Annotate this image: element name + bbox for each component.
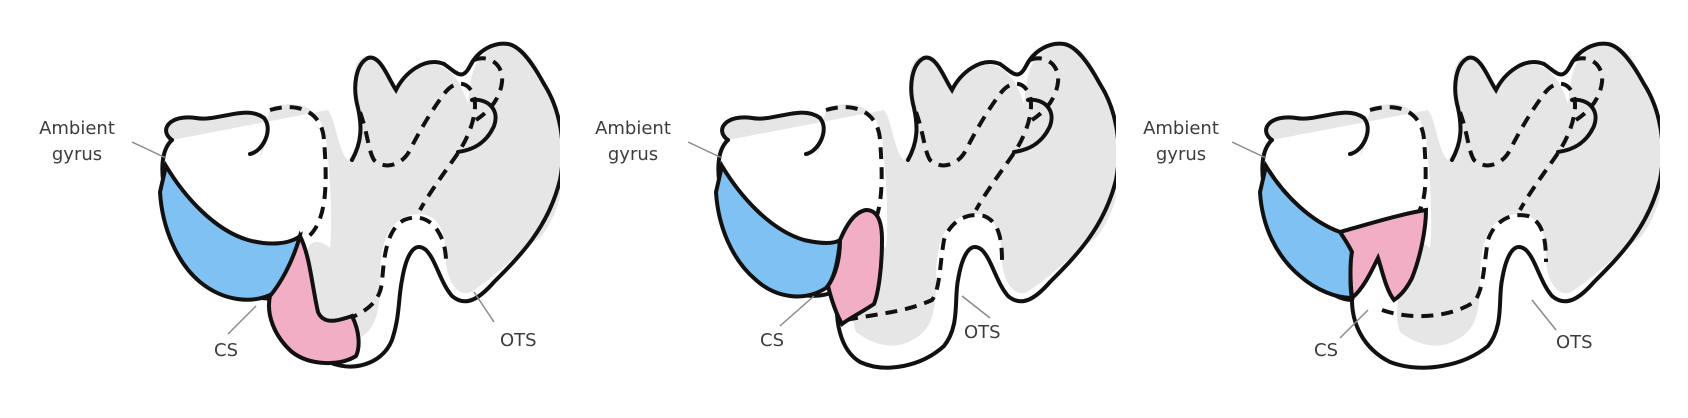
ots-pointer [961,295,991,319]
ambient-pointer [687,141,723,159]
ots-label: OTS [500,330,537,351]
panel-1-drawing [131,41,560,369]
ambient-label-line2: gyrus [51,144,103,165]
blue-region [157,160,303,302]
ambient-gyrus-label: Ambient gyrus [1126,116,1236,168]
cortex-outline [716,41,1116,370]
ambient-gyrus-label: Ambient gyrus [578,116,688,168]
cs-label: CS [214,340,238,361]
cortex-outline [160,41,560,369]
panel-2-drawing [687,41,1116,370]
ots-label: OTS [964,322,1001,343]
ambient-gyrus-label: Ambient gyrus [22,116,132,168]
ambient-label-line1: Ambient [1143,118,1219,139]
cs-label: CS [760,330,784,351]
ambient-pointer [1231,141,1267,159]
pink-region [267,230,361,366]
pink-region [825,207,885,327]
cortex-outline [1260,41,1660,370]
ambient-label-line2: gyrus [1155,144,1207,165]
pink-region [1336,207,1429,303]
ambient-label-line2: gyrus [607,144,659,165]
cs-pointer [227,305,257,335]
ambient-label-line1: Ambient [595,118,671,139]
cs-label: CS [1314,340,1338,361]
ambient-pointer [131,141,167,159]
ots-pointer [473,291,495,323]
ots-pointer [1531,299,1557,331]
blue-region [713,160,843,299]
cs-pointer [1339,309,1369,339]
panel-2: Ambient gyrus CS OTS [556,0,1116,418]
ambient-label-line1: Ambient [39,118,115,139]
cs-pointer [779,295,815,327]
panel-3-drawing [1231,41,1660,370]
panel-1: Ambient gyrus CS OTS [0,0,560,418]
ots-label: OTS [1556,332,1593,353]
panel-3: Ambient gyrus CS OTS [1100,0,1660,418]
